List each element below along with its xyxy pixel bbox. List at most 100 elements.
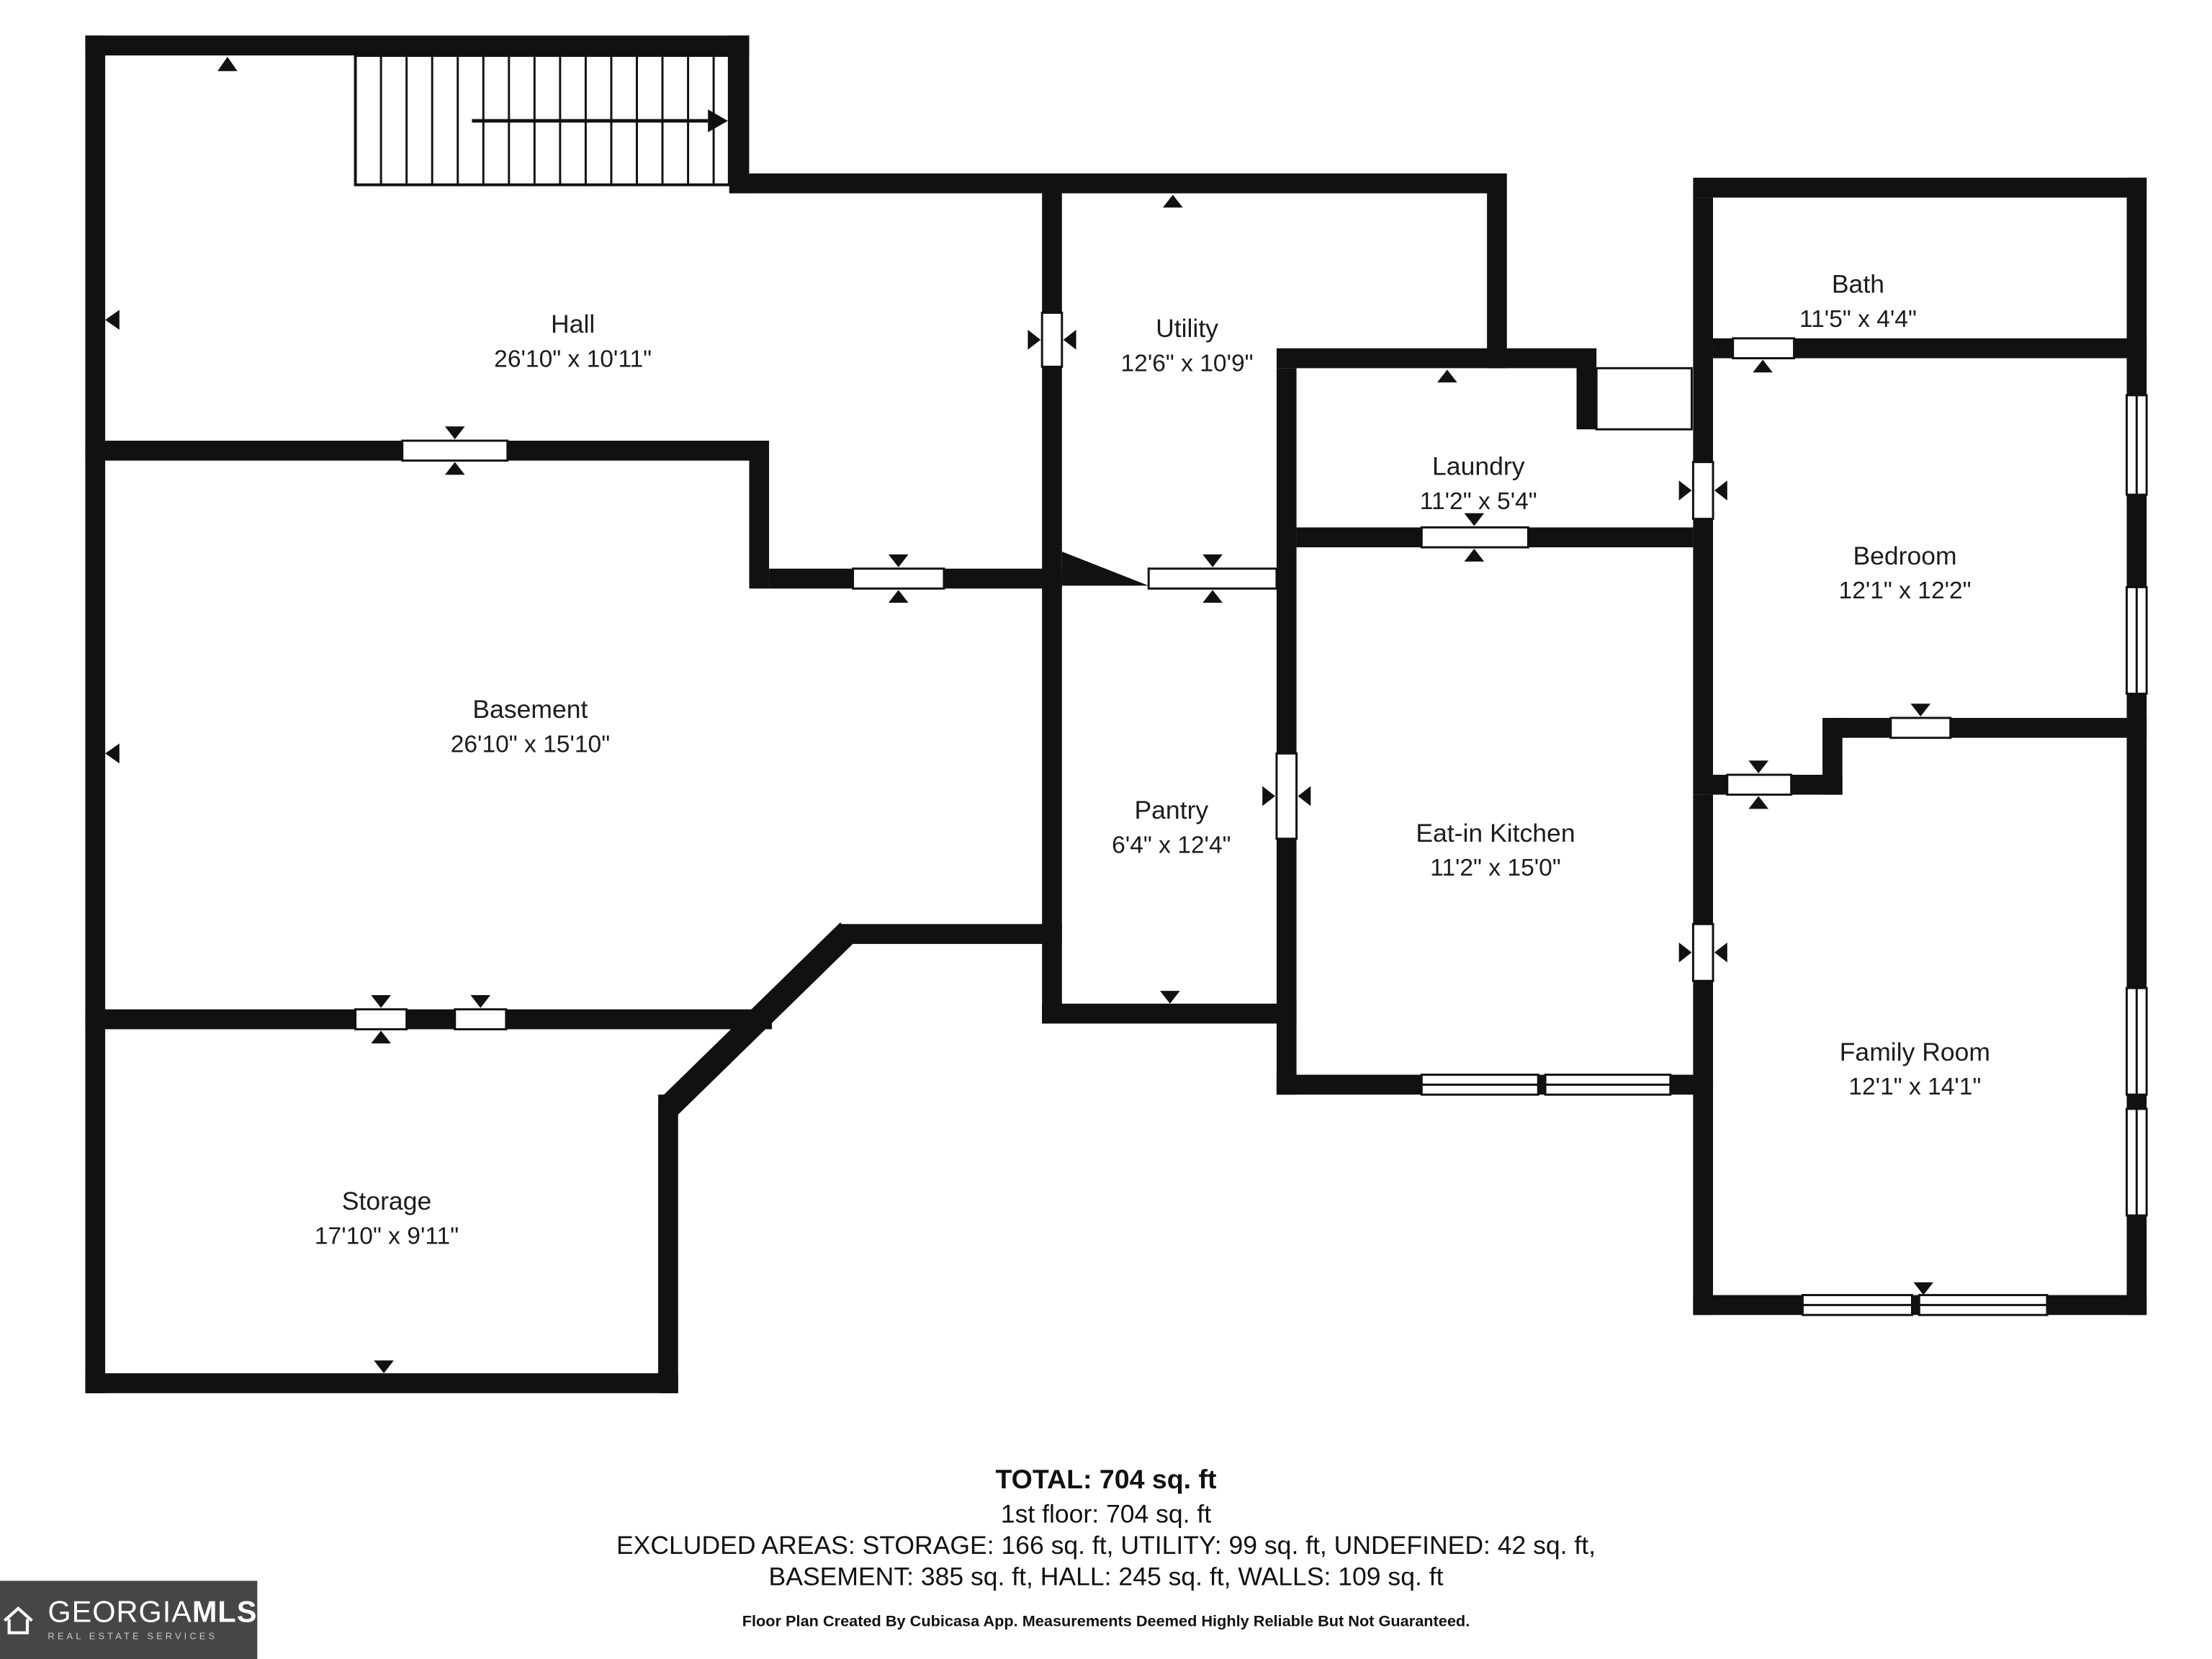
wall <box>1528 527 1694 548</box>
wall <box>85 35 106 1393</box>
area-summary: TOTAL: 704 sq. ft 1st floor: 704 sq. ft … <box>0 1465 2212 1632</box>
wall <box>85 1373 678 1393</box>
wall <box>85 1009 356 1030</box>
door-opening <box>1275 752 1298 840</box>
door-openings <box>354 311 1952 1030</box>
room-label-hall: Hall 26'10" x 10'11" <box>494 305 652 377</box>
room-name: Laundry <box>1432 451 1525 481</box>
door-arrow <box>1063 330 1076 350</box>
door-arrow <box>1910 703 1931 717</box>
room-dims: 6'4" x 12'4" <box>1112 831 1231 859</box>
door-opening <box>1889 716 1952 739</box>
room-dims: 12'6" x 10'9" <box>1120 349 1254 377</box>
door-opening <box>1726 773 1793 796</box>
door-arrow <box>1678 480 1692 500</box>
wall <box>1693 518 1714 775</box>
door-arrow <box>105 310 120 331</box>
room-label-basement: Basement 26'10" x 15'10" <box>451 691 610 763</box>
room-dims: 12'1" x 14'1" <box>1848 1073 1982 1101</box>
wall <box>406 1009 455 1030</box>
room-dims: 11'2" x 15'0" <box>1430 854 1561 882</box>
wall <box>507 441 768 461</box>
door-opening <box>1147 567 1278 590</box>
disclaimer: Floor Plan Created By Cubicasa App. Meas… <box>742 1613 1470 1631</box>
door-arrow <box>1464 549 1485 562</box>
room-name: Basement <box>472 695 588 724</box>
room-name: Eat-in Kitchen <box>1416 819 1575 848</box>
door-arrow <box>1748 760 1769 774</box>
room-label-pantry: Pantry 6'4" x 12'4" <box>1112 792 1231 863</box>
door-opening <box>354 1008 408 1030</box>
room-dims: 11'2" x 5'4" <box>1419 487 1537 515</box>
total-area: TOTAL: 704 sq. ft <box>995 1465 1217 1496</box>
staircase-steps <box>379 55 715 185</box>
room-label-family-room: Family Room 12'1" x 14'1" <box>1840 1033 1990 1105</box>
door-arrow <box>888 554 909 567</box>
room-name: Family Room <box>1839 1038 1991 1066</box>
diagonal-wall <box>660 922 858 1116</box>
wall <box>729 35 750 194</box>
wall <box>1487 193 1507 369</box>
wall <box>1693 794 1714 925</box>
wall <box>749 441 770 589</box>
door-arrow <box>470 995 491 1008</box>
room-dims: 26'10" x 10'11" <box>494 345 652 373</box>
room-dims: 17'10" x 9'11" <box>314 1222 459 1250</box>
door-opening <box>1732 337 1796 360</box>
wall <box>769 568 853 589</box>
door-arrow <box>444 462 465 475</box>
door-arrow <box>1262 786 1275 806</box>
room-label-eat-in-kitchen: Eat-in Kitchen 11'2" x 15'0" <box>1416 814 1575 886</box>
georgia-mls-logo: GEORGIAMLS REAL ESTATE SERVICES <box>0 1581 258 1659</box>
logo-brand-text: GEORGIAMLS <box>48 1596 258 1629</box>
wall <box>1693 981 1714 1316</box>
room-name: Hall <box>551 310 595 338</box>
door-arrow <box>371 1030 391 1044</box>
door-arrow <box>1202 590 1223 603</box>
house-icon <box>3 1606 33 1634</box>
door-arrows <box>105 56 1934 1374</box>
wall <box>1950 718 2147 738</box>
room-dims: 11'5" x 4'4" <box>1799 305 1917 333</box>
wall <box>1276 348 1577 369</box>
room-name: Bath <box>1831 270 1884 299</box>
door-opening <box>1040 311 1064 368</box>
room-dims: 26'10" x 15'10" <box>450 730 611 758</box>
door-arrow <box>1202 554 1223 567</box>
door-arrow <box>371 995 391 1008</box>
wall <box>1791 774 1843 795</box>
door-arrow <box>1714 942 1727 963</box>
door-arrow <box>1160 991 1180 1004</box>
excluded-areas-1: EXCLUDED AREAS: STORAGE: 166 sq. ft, UTI… <box>616 1531 1596 1560</box>
door-arrow <box>1753 359 1773 373</box>
wall <box>1576 348 1597 430</box>
windows <box>1420 394 2148 1316</box>
wall <box>1794 338 2147 359</box>
door-opening <box>852 567 945 590</box>
door-arrow <box>444 426 465 440</box>
door-arrow <box>1678 942 1692 963</box>
wall <box>1693 774 1727 795</box>
wall <box>505 1009 773 1030</box>
logo-brand-primary: GEORGIA <box>48 1596 192 1629</box>
room-name: Pantry <box>1134 796 1209 825</box>
door-arrow <box>888 590 909 603</box>
room-dims: 12'1" x 12'2" <box>1838 577 1972 605</box>
door-arrow <box>1464 513 1485 526</box>
door-arrow <box>105 743 120 764</box>
floor-plan-drawing <box>85 35 2148 1393</box>
logo-brand-secondary: MLS <box>192 1596 258 1629</box>
room-label-bedroom: Bedroom 12'1" x 12'2" <box>1839 537 1972 608</box>
wall <box>85 35 750 55</box>
wall <box>729 173 1507 194</box>
door-arrow <box>1748 796 1769 809</box>
wall <box>1042 367 1062 1024</box>
stair-notch <box>1595 367 1693 431</box>
wall <box>1693 177 2147 198</box>
room-name: Storage <box>341 1187 432 1216</box>
excluded-areas-2: BASEMENT: 385 sq. ft, HALL: 245 sq. ft, … <box>768 1562 1444 1591</box>
room-label-bath: Bath 11'5" x 4'4" <box>1799 266 1917 337</box>
wall <box>1276 838 1297 1095</box>
door-arrow <box>1437 369 1457 383</box>
